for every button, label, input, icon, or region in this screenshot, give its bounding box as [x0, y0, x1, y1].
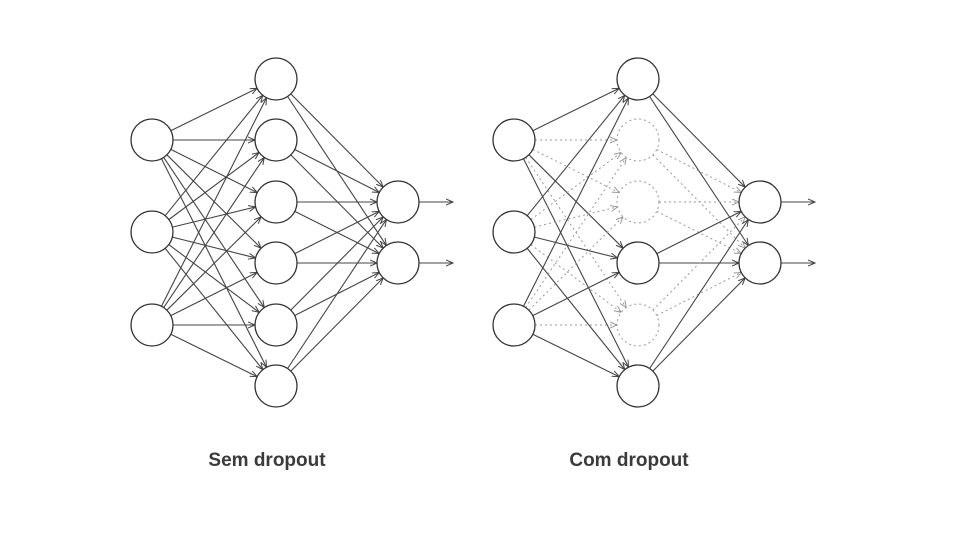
connection: [656, 211, 741, 255]
connection: [164, 248, 263, 369]
connection: [170, 272, 257, 317]
hidden-node: [616, 241, 660, 285]
connection: [523, 98, 629, 307]
connection: [649, 220, 749, 369]
input-node: [492, 118, 536, 162]
connection: [532, 333, 619, 376]
connection: [534, 236, 617, 258]
connection: [172, 207, 255, 228]
connection: [290, 217, 383, 311]
hidden-node: [254, 57, 298, 101]
connection: [652, 93, 745, 187]
dropped-connection: [656, 149, 742, 193]
dropped-connection: [528, 217, 623, 311]
connection: [170, 88, 257, 132]
hidden-node: [254, 303, 298, 347]
dropped-connection: [525, 157, 627, 308]
dropped-connection: [532, 148, 619, 192]
input-node: [130, 118, 174, 162]
hidden-node: [616, 364, 660, 408]
connection: [290, 278, 383, 372]
dropped-connection: [656, 210, 741, 253]
output-node: [738, 180, 782, 224]
connection: [532, 88, 619, 132]
dropped-connection: [530, 153, 621, 220]
network-with-dropout: [492, 57, 815, 408]
dropped-connection: [534, 207, 617, 228]
connection: [290, 93, 383, 187]
connection: [532, 272, 619, 317]
connection: [287, 220, 387, 369]
input-node: [130, 210, 174, 254]
input-node: [492, 210, 536, 254]
connection: [526, 248, 625, 369]
connection: [294, 211, 379, 255]
dropped-connection: [656, 273, 742, 316]
output-node: [738, 241, 782, 285]
connection: [170, 333, 257, 376]
connection: [294, 149, 380, 193]
connection: [168, 244, 259, 313]
hidden-node: [254, 364, 298, 408]
caption-with-dropout: Com dropout: [569, 450, 689, 471]
connection: [649, 96, 749, 246]
network-without-dropout: [130, 57, 453, 408]
input-node: [492, 303, 536, 347]
connection: [170, 148, 257, 192]
connection: [526, 95, 625, 217]
connection: [161, 98, 267, 307]
connection: [163, 157, 265, 308]
connection: [166, 217, 261, 311]
connection: [652, 278, 745, 372]
connection: [168, 153, 259, 220]
hidden-node: [254, 241, 298, 285]
caption-without-dropout: Sem dropout: [208, 450, 326, 471]
output-node: [376, 180, 420, 224]
dropped-hidden-node: [616, 118, 660, 162]
hidden-node: [254, 118, 298, 162]
dropped-hidden-node: [616, 180, 660, 224]
output-node: [376, 241, 420, 285]
input-node: [130, 303, 174, 347]
hidden-node: [616, 57, 660, 101]
dropped-connection: [652, 217, 745, 311]
dropped-connection: [530, 244, 621, 313]
connection: [172, 236, 255, 258]
hidden-node: [254, 180, 298, 224]
connection: [164, 95, 263, 217]
dropped-hidden-node: [616, 303, 660, 347]
